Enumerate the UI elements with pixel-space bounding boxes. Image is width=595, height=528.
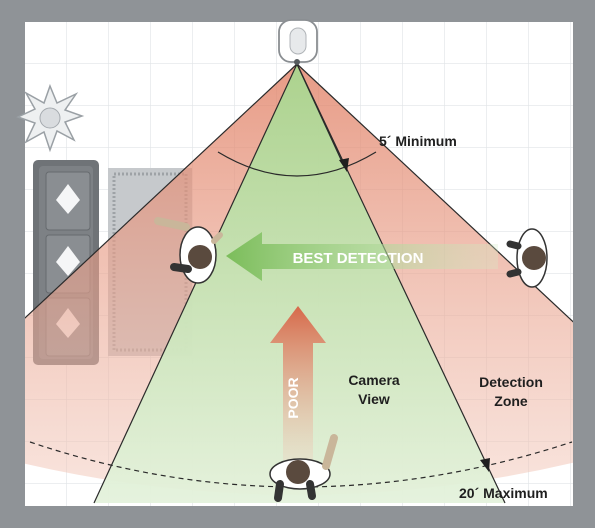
camera-view-label-line1: Camera bbox=[348, 372, 400, 388]
detection-zone-label-line1: Detection bbox=[479, 374, 543, 390]
minimum-pointer-arrow bbox=[296, 63, 349, 172]
person-left-icon bbox=[154, 217, 223, 284]
maximum-distance-label: 20´ Maximum bbox=[459, 485, 548, 501]
plant-icon bbox=[16, 83, 85, 153]
person-bottom-icon bbox=[269, 434, 338, 502]
detection-zone-label-line2: Zone bbox=[494, 393, 528, 409]
poor-arrow bbox=[270, 306, 326, 460]
camera-view-label-line2: View bbox=[358, 391, 390, 407]
minimum-distance-arc bbox=[217, 151, 377, 177]
best-detection-arrow bbox=[226, 232, 498, 281]
maximum-pointer-arrow bbox=[480, 458, 490, 472]
poor-label: POOR bbox=[285, 377, 301, 418]
camera-view-zone bbox=[94, 64, 505, 503]
detection-zone-left-edge bbox=[25, 63, 298, 319]
camera-view-right-edge bbox=[296, 63, 506, 504]
best-detection-label: BEST DETECTION bbox=[293, 250, 424, 267]
camera-icon bbox=[278, 19, 318, 65]
person-right-icon bbox=[506, 228, 548, 288]
minimum-distance-label: 5´ Minimum bbox=[379, 133, 457, 149]
